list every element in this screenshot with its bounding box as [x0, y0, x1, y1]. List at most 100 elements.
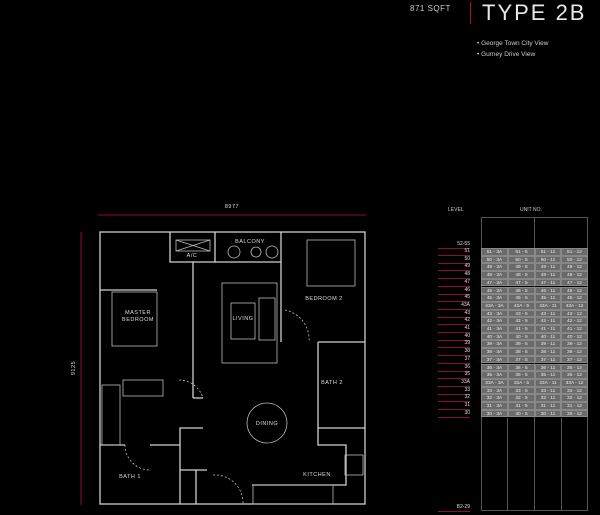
unit-cell: 33 - 5: [508, 386, 535, 395]
unit-cell: 33 - 11: [535, 386, 561, 395]
unit-cell: 42 - 3A: [481, 317, 508, 325]
level-label: 42: [438, 317, 470, 326]
level-label: 30: [438, 410, 470, 418]
unit-cell: 42 - 11: [535, 317, 561, 325]
unit-cell: 33A - 3A: [481, 378, 508, 387]
room-label-dining: DINING: [256, 421, 278, 427]
unit-cell: 43A - 5: [508, 301, 535, 310]
level-label: 33A: [438, 379, 470, 387]
width-dimension: 8977: [225, 204, 239, 210]
unit-cell: 39 - 11: [535, 340, 561, 349]
unit-cell: 43 - 12: [561, 309, 588, 318]
level-label: 47: [438, 279, 470, 287]
unit-cell: 33A - 12: [561, 378, 588, 387]
unit-cell: 37 - 11: [535, 355, 561, 364]
unit-cell: 38 - 12: [561, 348, 588, 356]
room-label-bath-2: BATH 2: [321, 380, 343, 386]
unit-cell: 36 - 11: [535, 363, 561, 372]
level-label: 35: [438, 371, 470, 380]
unit-header: UNIT NO.: [520, 207, 542, 213]
depth-dimension: 9125: [71, 361, 77, 375]
unit-cell: 36 - 3A: [481, 363, 508, 372]
unit-cell: 31 - 11: [535, 402, 561, 410]
room-label-master-bedroom: BEDROOM: [122, 317, 154, 323]
unit-cell: 42 - 5: [508, 317, 535, 325]
table-divider: [507, 418, 508, 511]
room-label-bedroom-2: BEDROOM 2: [305, 296, 343, 302]
room-label-master: MASTER: [125, 310, 151, 316]
unit-cell: 35 - 3A: [481, 371, 508, 379]
unit-cell: 49 - 11: [535, 263, 561, 272]
level-label: 48: [438, 271, 470, 280]
unit-cell: 48 - 3A: [481, 271, 508, 279]
unit-cell: 49 - 5: [508, 263, 535, 272]
unit-cell: 45 - 11: [535, 294, 561, 302]
level-label: 32: [438, 394, 470, 403]
unit-type-title: TYPE 2B: [482, 0, 587, 25]
unit-cell: 47 - 12: [561, 278, 588, 287]
unit-cell: 38 - 3A: [481, 348, 508, 356]
unit-cell: 45 - 3A: [481, 294, 508, 302]
unit-cell: 43 - 3A: [481, 309, 508, 318]
unit-cell: 30 - 3A: [481, 409, 508, 418]
unit-cell: 45 - 12: [561, 294, 588, 302]
unit-cell: 32 - 3A: [481, 394, 508, 402]
unit-cell: 43 - 11: [535, 309, 561, 318]
unit-cell: 30 - 12: [561, 409, 588, 418]
unit-cell: 33 - 12: [561, 386, 588, 395]
unit-cell: 39 - 5: [508, 340, 535, 349]
unit-cell: 46 - 11: [535, 286, 561, 295]
unit-cell: 35 - 12: [561, 371, 588, 379]
unit-cell: 42 - 12: [561, 317, 588, 325]
unit-cell: 35 - 5: [508, 371, 535, 379]
level-label-top: 52-55: [438, 241, 470, 249]
unit-cell: 30 - 11: [535, 409, 561, 418]
header-divider: [470, 2, 471, 24]
unit-cell: 31 - 3A: [481, 402, 508, 410]
level-label: 39: [438, 340, 470, 349]
unit-cell: 40 - 11: [535, 332, 561, 341]
unit-cell: 41 - 11: [535, 325, 561, 333]
unit-cell: 50 - 12: [561, 255, 588, 264]
unit-cell: 40 - 3A: [481, 332, 508, 341]
unit-cell: 37 - 12: [561, 355, 588, 364]
table-divider: [561, 418, 562, 511]
unit-area: 871 SQFT: [410, 4, 451, 13]
room-label-kitchen: KITCHEN: [303, 472, 331, 478]
level-label: 43: [438, 310, 470, 318]
unit-cell: 39 - 3A: [481, 340, 508, 349]
unit-cell: 33A - 5: [508, 378, 535, 387]
level-label: 40: [438, 333, 470, 341]
unit-cell: 43 - 5: [508, 309, 535, 318]
unit-cell: 46 - 12: [561, 286, 588, 295]
unit-cell: 51 - 11: [535, 248, 561, 256]
unit-cell: 47 - 11: [535, 278, 561, 287]
unit-cell: 32 - 12: [561, 394, 588, 402]
unit-cell: 41 - 3A: [481, 325, 508, 333]
level-label: 49: [438, 263, 470, 272]
unit-cell: 40 - 5: [508, 332, 535, 341]
unit-cell: 49 - 12: [561, 263, 588, 272]
unit-cell: 48 - 5: [508, 271, 535, 279]
unit-cell: 31 - 5: [508, 402, 535, 410]
unit-cell: 33A - 11: [535, 378, 561, 387]
unit-cell: 50 - 5: [508, 255, 535, 264]
level-label: 33: [438, 387, 470, 395]
unit-cell: 48 - 11: [535, 271, 561, 279]
unit-cell: 47 - 3A: [481, 278, 508, 287]
unit-cell: 32 - 5: [508, 394, 535, 402]
unit-cell: 41 - 12: [561, 325, 588, 333]
unit-cell: 31 - 12: [561, 402, 588, 410]
walls: [99, 231, 366, 505]
room-label-balcony: BALCONY: [235, 239, 265, 245]
unit-cell: 33 - 3A: [481, 386, 508, 395]
level-label: 37: [438, 356, 470, 364]
level-label: 51: [438, 248, 470, 256]
unit-cell: 50 - 11: [535, 255, 561, 264]
unit-cell: 43A - 11: [535, 301, 561, 310]
unit-cell: 49 - 3A: [481, 263, 508, 272]
unit-cell: 51 - 5: [508, 248, 535, 256]
level-label: 31: [438, 402, 470, 410]
unit-cell: 38 - 5: [508, 348, 535, 356]
